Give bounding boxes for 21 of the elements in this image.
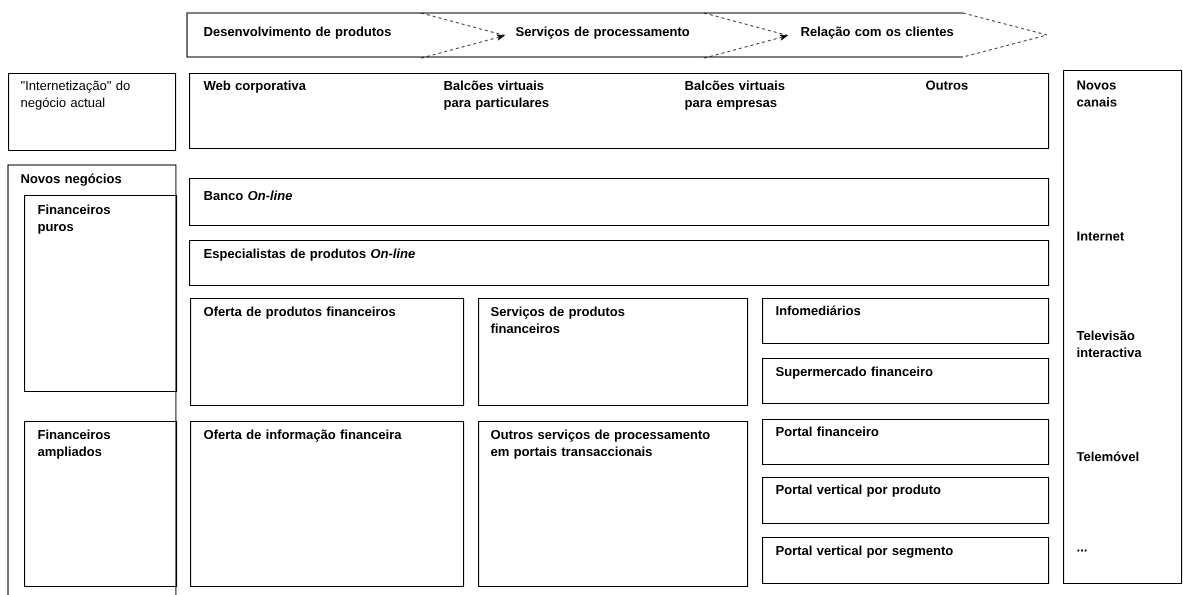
category-box: Oferta de produtos financeiros (190, 298, 465, 407)
category-box: Supermercado financeiro (762, 358, 1050, 405)
category-box: Infomediários (762, 298, 1050, 345)
category-box: Banco On-line (189, 178, 1050, 227)
stage-band: Relação com os clientes (702, 12, 1048, 58)
category-box: "Internetização" do negócio actual (8, 73, 177, 152)
chevron-arrow (420, 12, 506, 59)
category-box: Novos canais Internet Televisão interactiva Telemóvel ... (1063, 70, 1183, 585)
category-box: Especialistas de produtos On-line (189, 240, 1050, 287)
category-box: Oferta de informação financeira (190, 421, 465, 588)
category-box: Outros serviços de processamento em portais transaccionais (478, 421, 749, 588)
stage-band: Desenvolvimento de produtos (186, 12, 421, 58)
chevron-arrow (703, 12, 789, 59)
category-box: Portal vertical por segmento (762, 537, 1050, 585)
category-box: Financeiros puros (24, 195, 178, 393)
stage-band: Serviços de processamento (419, 12, 704, 58)
category-box: Financeiros ampliados (24, 421, 178, 588)
category-box: Serviços de produtos financeiros (478, 298, 749, 407)
category-box: Web corporativa Balcões virtuais para particulares Balcões virtuais para empresas Outros (189, 73, 1050, 150)
category-box: Portal financeiro (762, 419, 1050, 466)
category-box: Portal vertical por produto (762, 477, 1050, 525)
